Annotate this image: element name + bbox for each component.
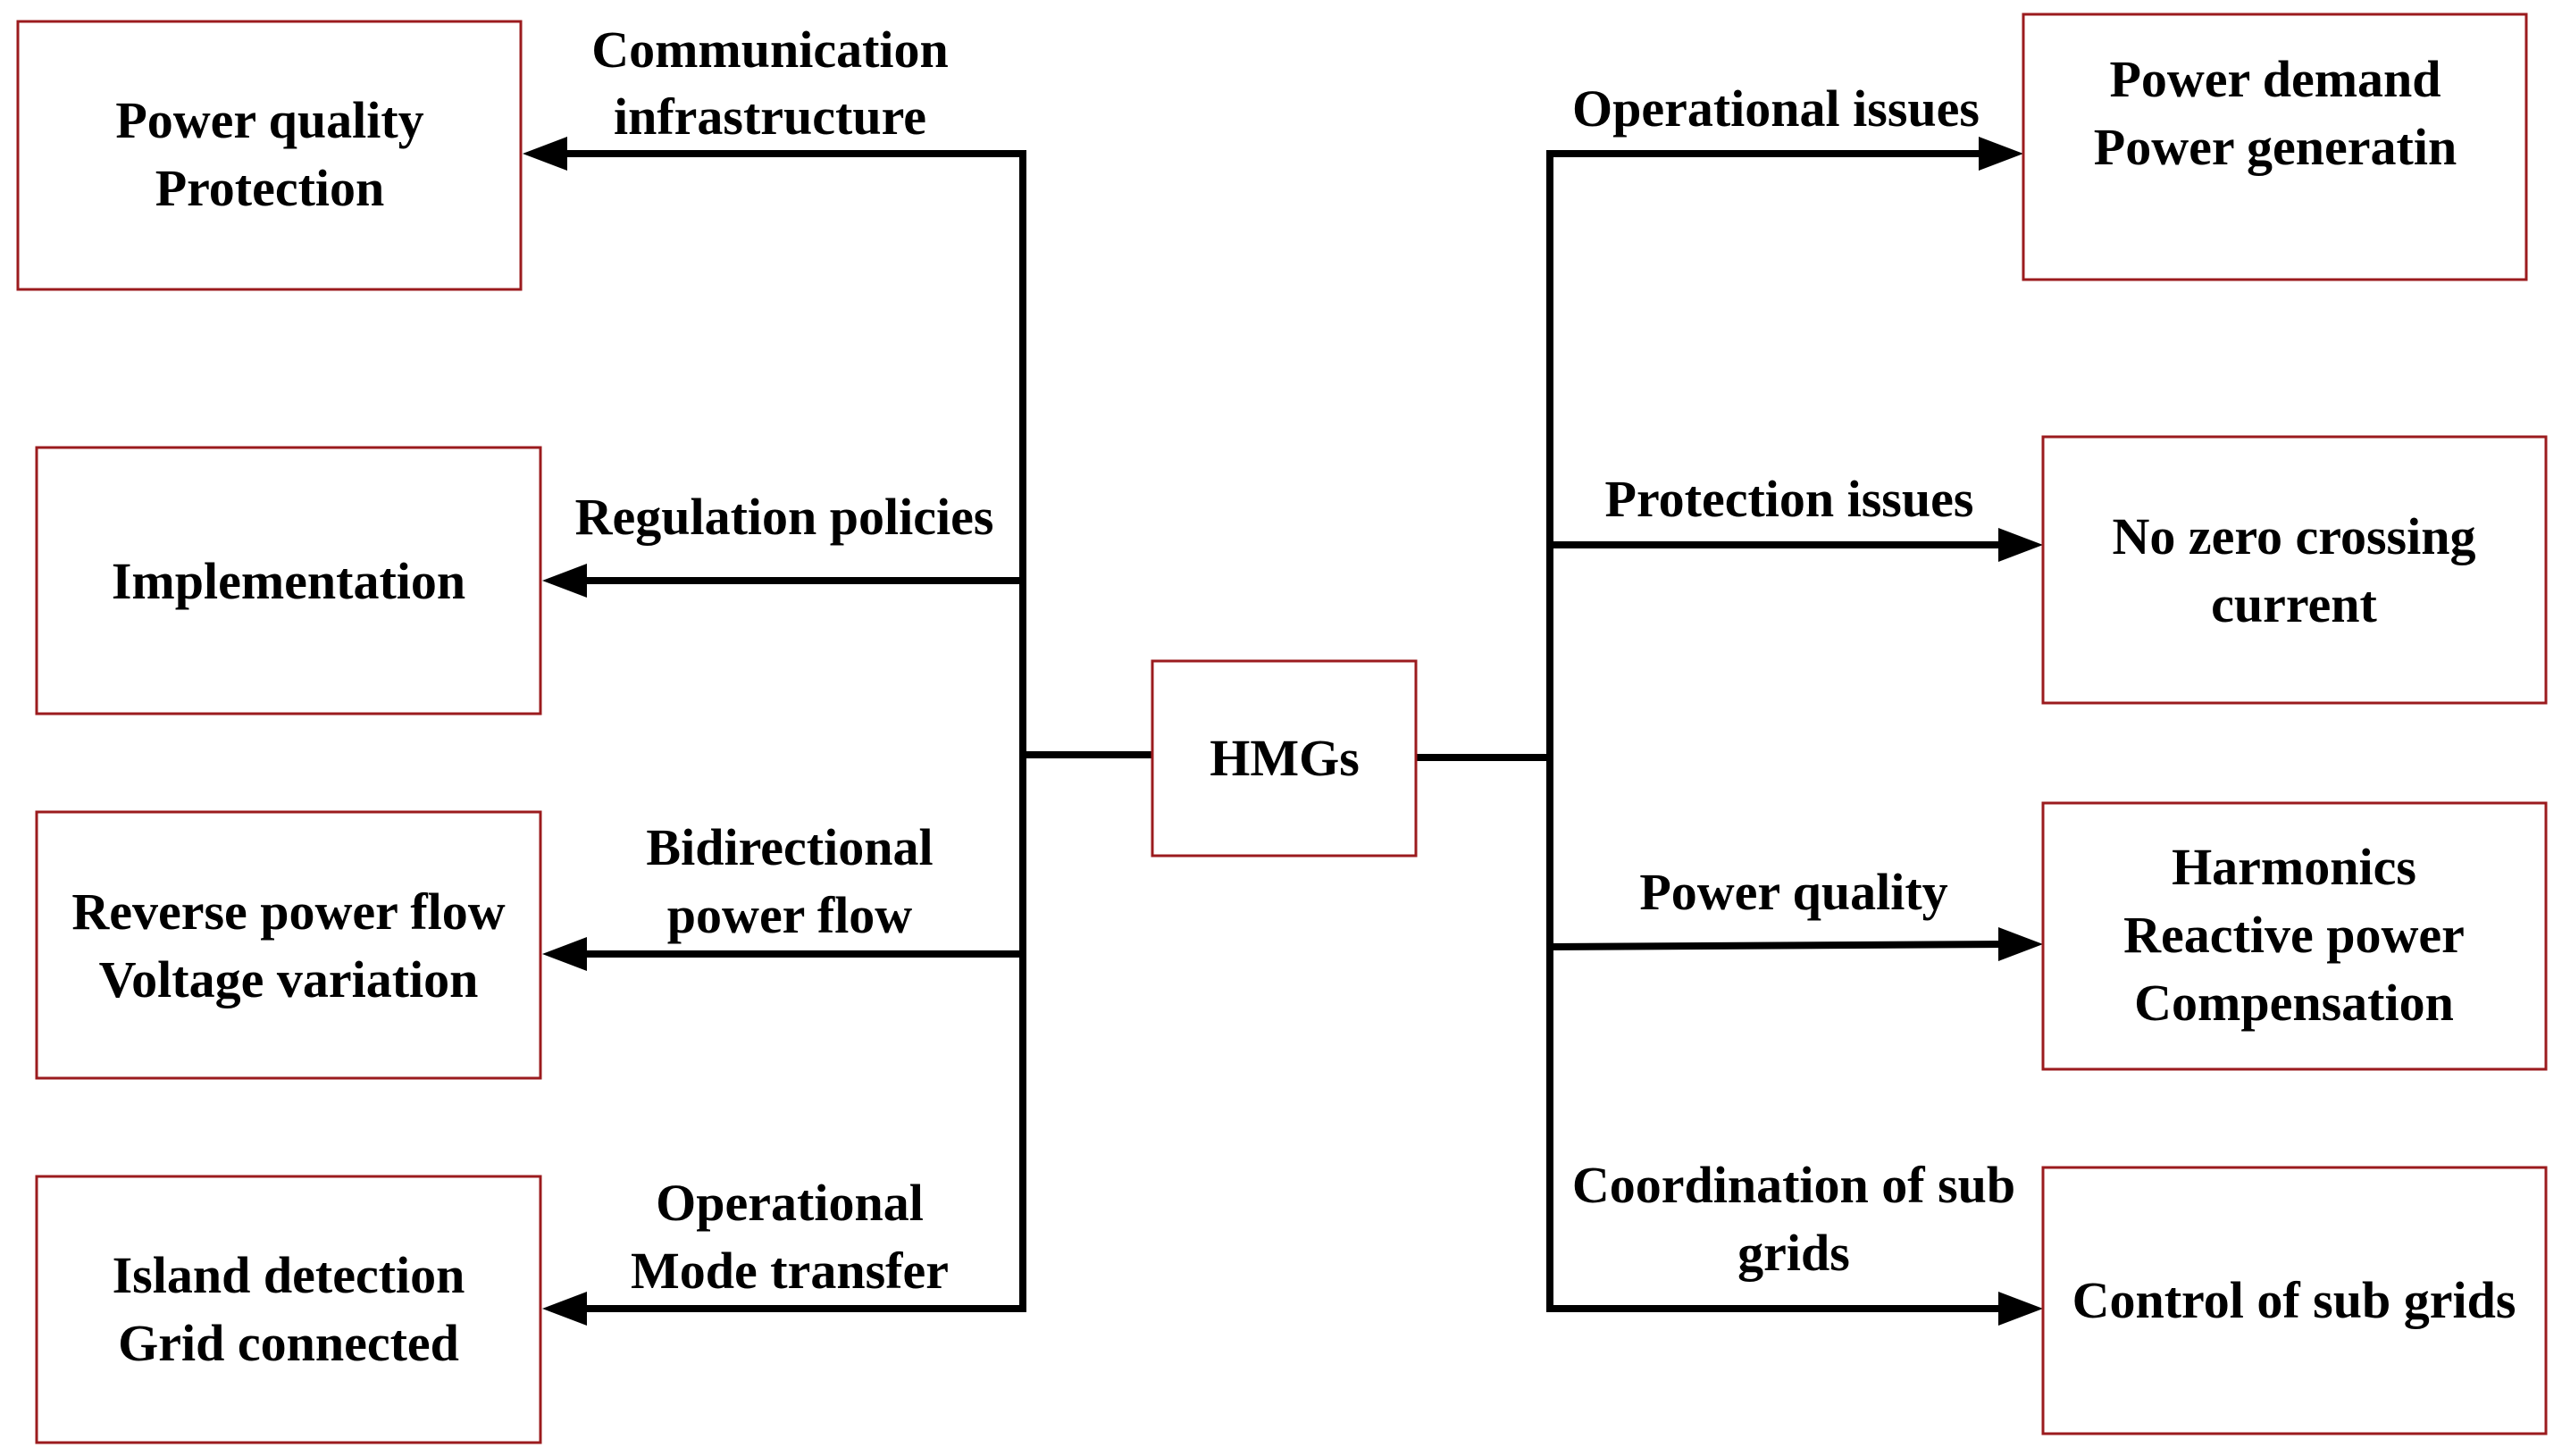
- right-box-3-line-3: Compensation: [2134, 974, 2454, 1032]
- right-label-3-line-1: Power quality: [1639, 863, 1947, 921]
- right-box-2-line-1: No zero crossing: [2112, 507, 2475, 565]
- left-box-1: Power quality Protection: [16, 20, 523, 291]
- left-box-4-line-1: Island detection: [113, 1246, 465, 1304]
- left-label-4-line-2: Mode transfer: [631, 1242, 949, 1300]
- right-box-3-line-1: Harmonics: [2172, 838, 2416, 896]
- left-label-1-line-2: infrastructure: [614, 88, 926, 146]
- left-arrow-2-head: [542, 564, 587, 598]
- right-box-1-line-2: Power generatin: [2094, 118, 2457, 176]
- left-box-3-line-1: Reverse power flow: [71, 883, 505, 941]
- right-arrow-3-shaft: [1545, 940, 2010, 951]
- right-box-4: Control of sub grids: [2041, 1166, 2548, 1435]
- right-box-3-line-2: Reactive power: [2123, 906, 2465, 964]
- right-box-2: No zero crossing current: [2041, 435, 2548, 705]
- left-label-4-line-1: Operational: [656, 1174, 924, 1232]
- right-arrow-2-head: [1998, 528, 2043, 562]
- right-arrow-4-head: [1998, 1292, 2043, 1326]
- right-label-4-line-2: grids: [1737, 1224, 1850, 1282]
- left-box-4: Island detection Grid connected: [35, 1175, 542, 1444]
- left-label-1-line-1: Communication: [591, 21, 949, 79]
- left-box-4-line-2: Grid connected: [118, 1314, 459, 1372]
- left-box-3: Reverse power flow Voltage variation: [35, 810, 542, 1080]
- left-box-3-line-2: Voltage variation: [99, 950, 479, 1008]
- left-box-2: Implementation: [35, 446, 542, 715]
- left-arrow-4-head: [542, 1292, 587, 1326]
- right-label-2-line-1: Protection issues: [1605, 470, 1974, 528]
- right-box-1-line-1: Power demand: [2109, 50, 2441, 108]
- left-label-2-line-1: Regulation policies: [575, 488, 994, 546]
- left-arrow-3-head: [542, 937, 587, 971]
- right-box-4-line-1: Control of sub grids: [2072, 1271, 2516, 1329]
- right-arrow-3-head: [1998, 927, 2043, 961]
- center-node-label: HMGs: [1210, 729, 1360, 787]
- left-box-1-line-1: Power quality: [115, 91, 423, 149]
- right-box-2-line-2: current: [2211, 575, 2377, 633]
- right-arrow-1-head: [1979, 137, 2023, 171]
- right-box-1: Power demand Power generatin: [2022, 13, 2528, 281]
- center-node-box: [1151, 659, 1418, 858]
- left-box-1-line-2: Protection: [155, 159, 385, 217]
- left-label-3-line-1: Bidirectional: [646, 818, 933, 876]
- right-label-4-line-1: Coordination of sub: [1572, 1156, 2015, 1214]
- right-label-1-line-1: Operational issues: [1572, 79, 1980, 138]
- right-box-3: Harmonics Reactive power Compensation: [2041, 801, 2548, 1071]
- left-box-2-line-1: Implementation: [112, 552, 465, 610]
- center-node: HMGs: [1151, 659, 1418, 858]
- left-label-3-line-2: power flow: [667, 886, 913, 944]
- left-arrow-1-head: [523, 137, 567, 171]
